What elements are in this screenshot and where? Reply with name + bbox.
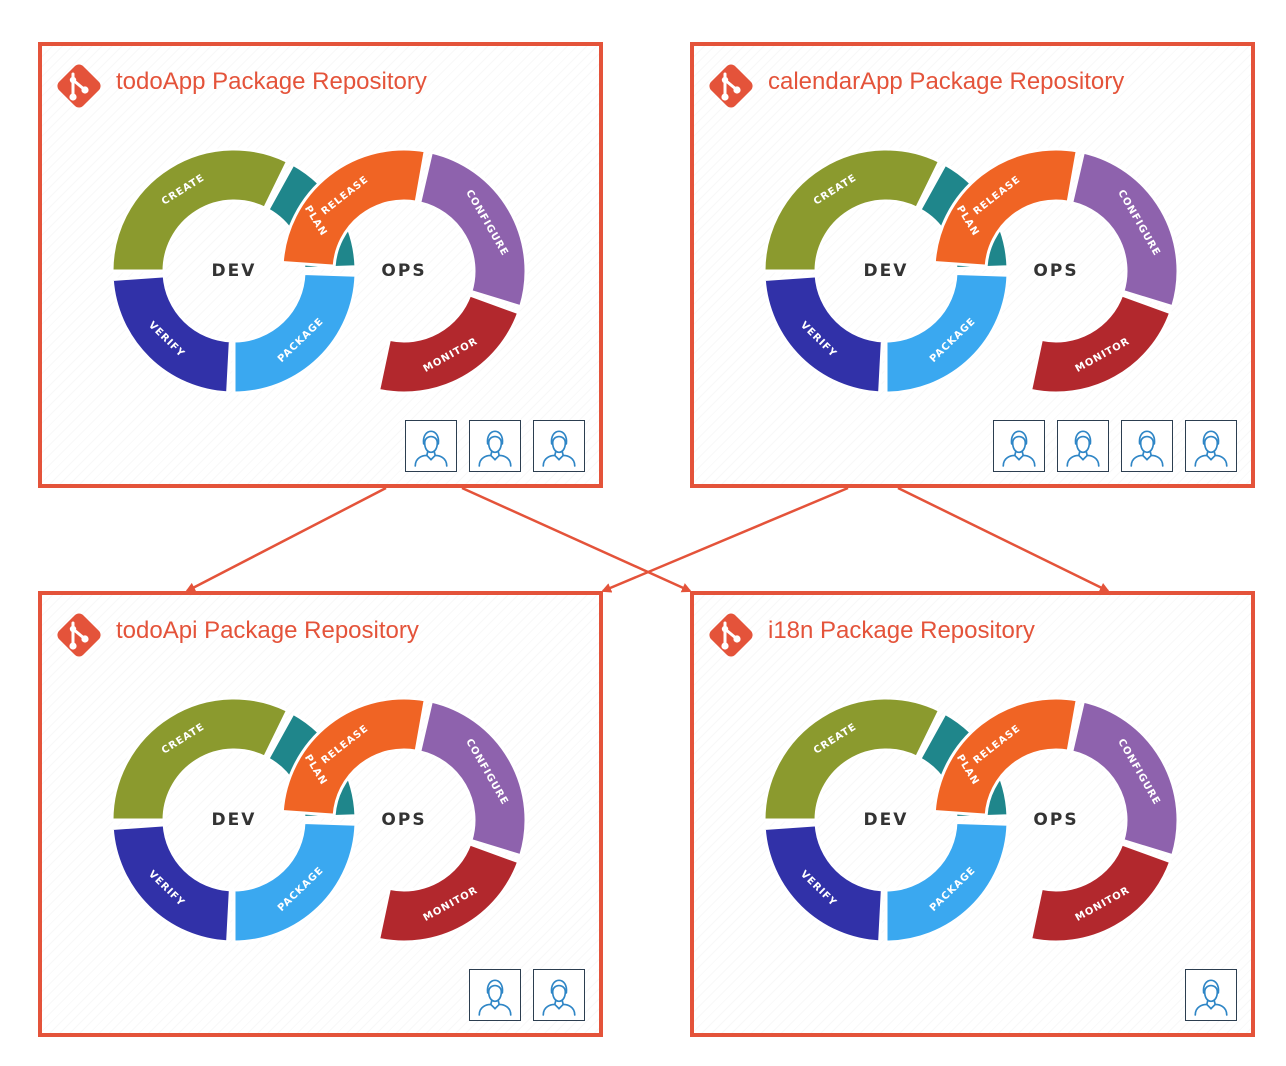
stage-create	[762, 147, 942, 273]
user-avatar-icon	[993, 420, 1045, 472]
dependency-arrow	[601, 486, 849, 593]
stage-verify	[762, 274, 884, 395]
user-avatar-icon	[469, 969, 521, 1021]
user-avatar-icon	[533, 969, 585, 1021]
dev-label: DEV	[212, 261, 257, 281]
user-list	[405, 420, 585, 472]
user-avatar-icon	[1185, 969, 1237, 1021]
stage-verify	[762, 823, 884, 944]
ops-label: OPS	[381, 261, 426, 281]
git-logo-icon	[706, 61, 756, 111]
user-avatar-icon	[469, 420, 521, 472]
stage-create	[762, 696, 942, 822]
ops-label: OPS	[381, 810, 426, 830]
stage-create	[110, 147, 290, 273]
stage-release	[932, 696, 1079, 817]
user-avatar-icon	[1057, 420, 1109, 472]
dependency-arrow	[897, 486, 1110, 593]
stage-package	[884, 271, 1010, 395]
stage-monitor	[376, 293, 521, 395]
devops-loop-graphic: VERIFYCREATEPLANMONITORCONFIGURERELEASEP…	[110, 696, 528, 944]
user-list	[469, 969, 585, 1021]
repo-title: calendarApp Package Repository	[768, 68, 1125, 95]
user-list	[993, 420, 1237, 472]
dev-label: DEV	[212, 810, 257, 830]
stage-release	[280, 696, 427, 817]
git-logo-icon	[54, 610, 104, 660]
stage-verify	[110, 823, 232, 944]
user-avatar-icon	[405, 420, 457, 472]
stage-configure	[1069, 699, 1180, 858]
ops-label: OPS	[1033, 810, 1078, 830]
user-list	[1185, 969, 1237, 1021]
stage-configure	[1069, 150, 1180, 309]
dev-label: DEV	[864, 261, 909, 281]
repo-title: i18n Package Repository	[768, 617, 1035, 644]
git-logo-icon	[706, 610, 756, 660]
stage-release	[932, 147, 1079, 268]
stage-configure	[417, 150, 528, 309]
git-logo-icon	[54, 61, 104, 111]
stage-monitor	[376, 842, 521, 944]
stage-package	[232, 820, 358, 944]
repo-title: todoApi Package Repository	[116, 617, 419, 644]
user-avatar-icon	[533, 420, 585, 472]
stage-monitor	[1028, 293, 1173, 395]
stage-configure	[417, 699, 528, 858]
stage-release	[280, 147, 427, 268]
dependency-arrow	[461, 486, 692, 593]
repo-title: todoApp Package Repository	[116, 68, 427, 95]
devops-loop-graphic: VERIFYCREATEPLANMONITORCONFIGURERELEASEP…	[762, 696, 1180, 944]
stage-package	[232, 271, 358, 395]
user-avatar-icon	[1185, 420, 1237, 472]
devops-loop-graphic: VERIFYCREATEPLANMONITORCONFIGURERELEASEP…	[110, 147, 528, 395]
stage-verify	[110, 274, 232, 395]
dependency-arrow	[185, 486, 387, 593]
devops-loop-graphic: VERIFYCREATEPLANMONITORCONFIGURERELEASEP…	[762, 147, 1180, 395]
dev-label: DEV	[864, 810, 909, 830]
ops-label: OPS	[1033, 261, 1078, 281]
stage-monitor	[1028, 842, 1173, 944]
stage-create	[110, 696, 290, 822]
user-avatar-icon	[1121, 420, 1173, 472]
stage-package	[884, 820, 1010, 944]
